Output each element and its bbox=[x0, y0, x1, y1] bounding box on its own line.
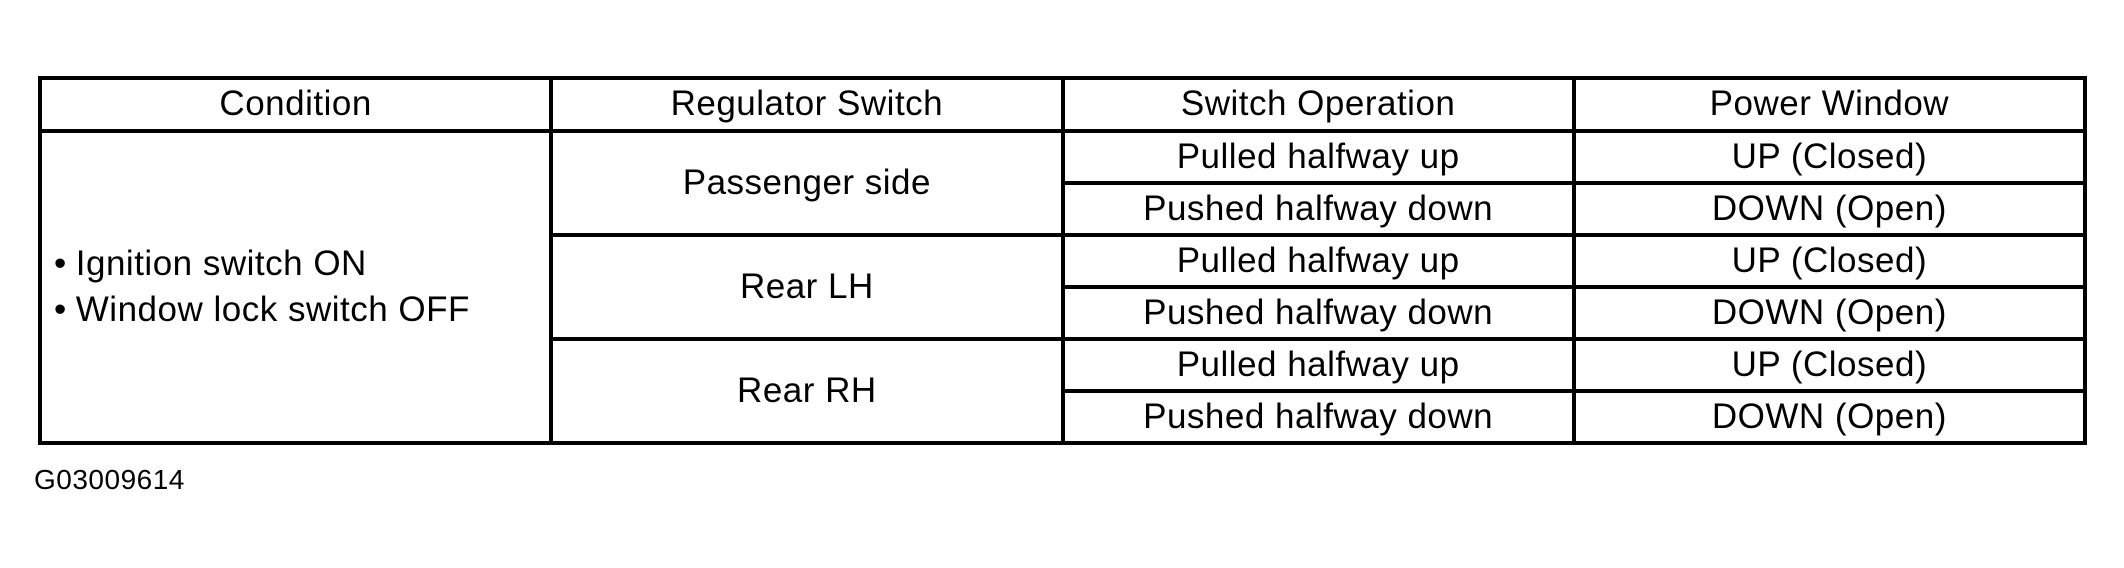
regulator-switch-cell-rear-lh: Rear LH bbox=[549, 233, 1065, 341]
bullet-icon: • bbox=[54, 244, 67, 283]
condition-cell: •Ignition switch ON •Window lock switch … bbox=[37, 129, 554, 445]
power-window-cell: UP (Closed) bbox=[1571, 337, 2088, 393]
table-row: Pushed halfway down DOWN (Open) bbox=[40, 285, 2088, 341]
table-header-row: Condition Regulator Switch Switch Operat… bbox=[37, 76, 2088, 133]
regulator-switch-cell-rear-rh: Rear RH bbox=[549, 337, 1065, 445]
switch-operation-cell: Pulled halfway up bbox=[1060, 337, 1576, 393]
power-window-cell: DOWN (Open) bbox=[1571, 285, 2088, 341]
header-condition: Condition bbox=[37, 76, 554, 133]
figure-id: G03009614 bbox=[34, 464, 185, 495]
power-window-cell: DOWN (Open) bbox=[1571, 181, 2088, 237]
condition-text: Window lock switch OFF bbox=[75, 290, 470, 329]
switch-operation-cell: Pulled halfway up bbox=[1060, 129, 1576, 185]
table-row: Rear LH Pulled halfway up UP (Closed) bbox=[40, 233, 2088, 341]
table-row: Pushed halfway down DOWN (Open) bbox=[40, 389, 2088, 445]
switch-operation-cell: Pushed halfway down bbox=[1060, 181, 1576, 237]
switch-operation-cell: Pushed halfway down bbox=[1060, 389, 1576, 445]
header-switch-operation: Switch Operation bbox=[1060, 76, 1576, 133]
power-window-cell: UP (Closed) bbox=[1571, 129, 2088, 185]
switch-operation-cell: Pushed halfway down bbox=[1060, 285, 1576, 341]
condition-item-ignition: •Ignition switch ON bbox=[54, 241, 547, 287]
regulator-switch-cell-passenger-side: Passenger side bbox=[549, 129, 1065, 237]
power-window-operation-table: Condition Regulator Switch Switch Operat… bbox=[37, 76, 2088, 445]
switch-operation-cell: Pulled halfway up bbox=[1060, 233, 1576, 289]
power-window-cell: UP (Closed) bbox=[1571, 233, 2088, 289]
header-regulator-switch: Regulator Switch bbox=[549, 76, 1065, 133]
table-row: Pushed halfway down DOWN (Open) bbox=[40, 181, 2088, 237]
table-row: •Ignition switch ON •Window lock switch … bbox=[37, 129, 2088, 445]
header-power-window: Power Window bbox=[1571, 76, 2088, 133]
table-row: Rear RH Pulled halfway up UP (Closed) bbox=[40, 337, 2088, 445]
condition-item-window-lock: •Window lock switch OFF bbox=[54, 287, 547, 333]
bullet-icon: • bbox=[54, 290, 67, 329]
power-window-cell: DOWN (Open) bbox=[1571, 389, 2088, 445]
condition-text: Ignition switch ON bbox=[75, 244, 367, 283]
